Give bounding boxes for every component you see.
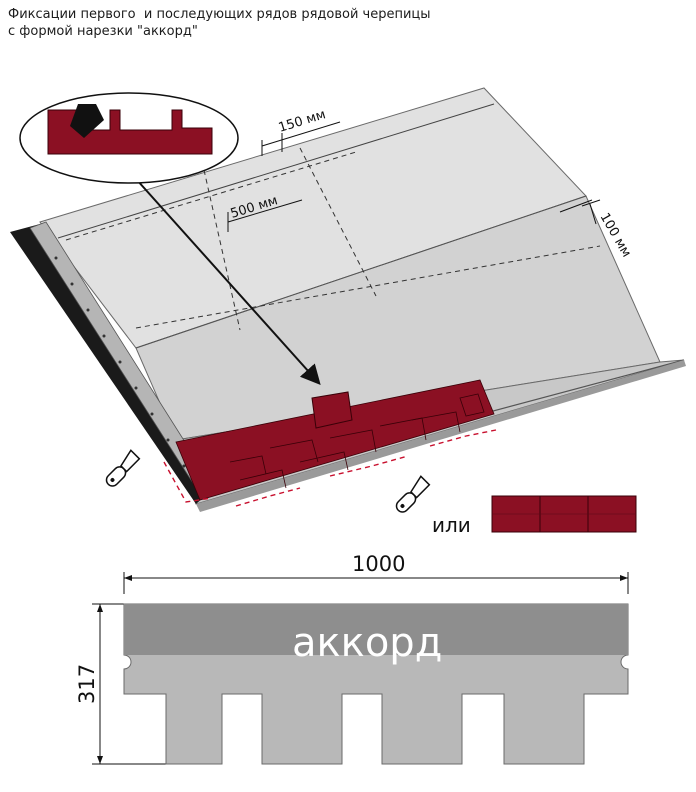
height-label: 317 xyxy=(75,664,99,704)
underlay-overlap-line xyxy=(57,103,495,239)
cut-dashes xyxy=(163,429,497,507)
shingle-template-upper xyxy=(124,604,628,655)
verge-nails xyxy=(54,256,186,468)
ridge-eave-shingle xyxy=(491,495,637,533)
shingle-name: аккорд xyxy=(292,620,442,666)
underlay-seam xyxy=(135,195,587,349)
detail-callout xyxy=(19,92,239,184)
width-label: 1000 xyxy=(352,552,405,576)
guide-line xyxy=(299,147,377,297)
width-dimension: 1000 xyxy=(123,552,629,594)
or-label: или xyxy=(432,513,471,537)
knife-icon xyxy=(395,475,431,513)
guide-line xyxy=(135,245,601,329)
title-line-2: с формой нарезки "аккорд" xyxy=(8,24,198,39)
guide-line xyxy=(203,169,241,331)
dimension-label-150: 150 мм xyxy=(277,107,328,136)
height-dimension: 317 xyxy=(75,603,168,765)
shingle-row xyxy=(175,379,495,501)
eave-edge xyxy=(196,360,686,512)
sealant-strip xyxy=(70,104,104,138)
accord-shingle-template: аккорд xyxy=(123,603,629,765)
starter-shingles xyxy=(163,379,497,507)
pointer-arrow xyxy=(127,169,321,385)
guide-line xyxy=(65,151,357,241)
title-line-1: Фиксации первого и последующих рядов ряд… xyxy=(8,7,431,22)
shingle-tab xyxy=(459,393,485,417)
shingle-tab xyxy=(311,391,353,429)
knife-icon xyxy=(105,449,141,487)
diagram-title: Фиксации первого и последующих рядов ряд… xyxy=(8,6,648,40)
